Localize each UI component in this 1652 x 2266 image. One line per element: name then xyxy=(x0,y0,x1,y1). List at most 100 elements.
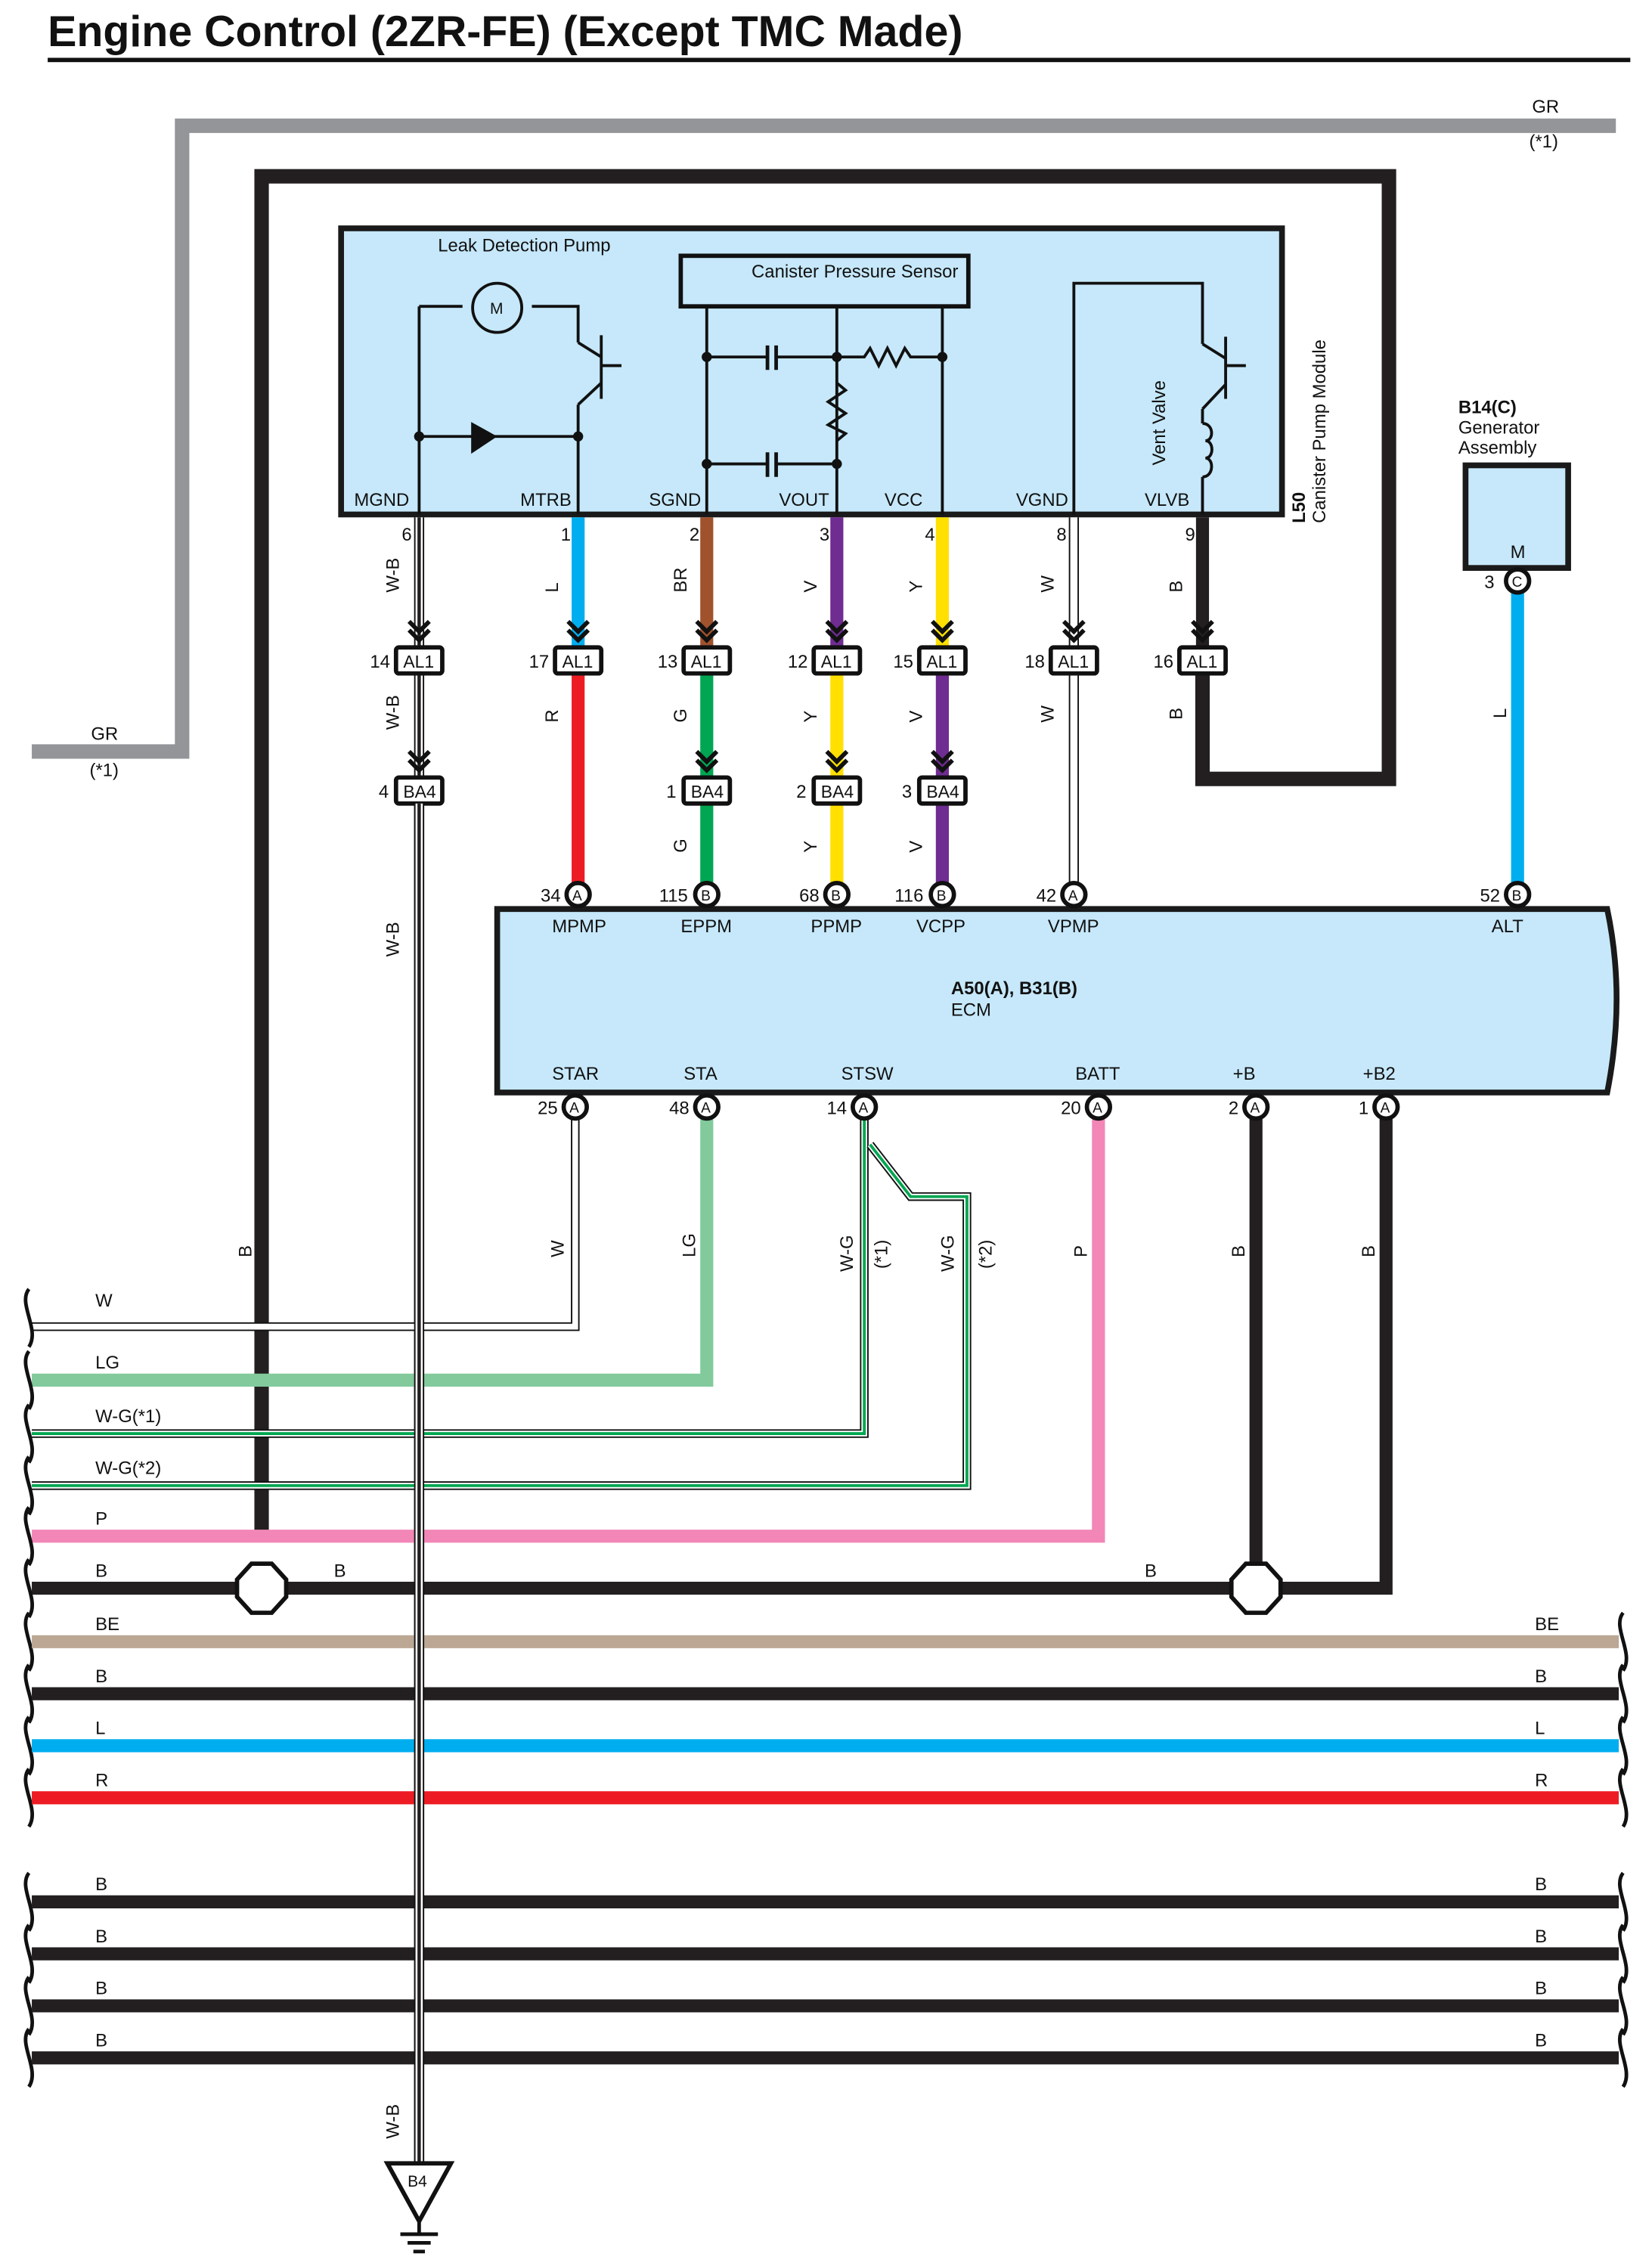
connector-ba4 xyxy=(916,775,968,806)
wire-break-icon xyxy=(23,1768,35,1828)
wire-color-label: W xyxy=(1038,705,1058,723)
bus-wire-label: LG xyxy=(95,1353,119,1373)
wire-break-icon xyxy=(1617,1611,1629,1672)
wire-color-label: V xyxy=(801,581,821,593)
connector-al1 xyxy=(681,645,733,676)
svg-text:116: 116 xyxy=(894,886,923,907)
generator-name-line1: Generator xyxy=(1458,417,1540,438)
splice-point xyxy=(234,1561,289,1615)
wire-break-icon xyxy=(23,1716,35,1776)
generator-terminal: M xyxy=(1511,542,1526,563)
wire-break-icon xyxy=(23,1350,35,1410)
gr-note-right: (*1) xyxy=(1530,132,1558,152)
ecm-pin-vcpp xyxy=(928,880,956,909)
pin-label-mgnd: MGND xyxy=(354,490,409,510)
svg-text:BA4: BA4 xyxy=(821,782,854,801)
svg-text:4: 4 xyxy=(379,782,389,802)
vent-transistor-icon xyxy=(1201,336,1246,411)
connector-arrow-icon xyxy=(695,749,719,773)
bus-wire-label-right: B xyxy=(1535,2030,1547,2051)
connector-al1 xyxy=(916,645,968,676)
svg-text:115: 115 xyxy=(659,886,688,907)
svg-text:A: A xyxy=(1068,888,1078,904)
ground-point-b4 xyxy=(383,2161,455,2226)
wire-break-icon xyxy=(1617,1923,1629,1984)
svg-text:A: A xyxy=(1093,1101,1102,1117)
bus-wire-label: W-G(*1) xyxy=(95,1406,161,1427)
sensor-circuit xyxy=(705,306,944,515)
svg-text:34: 34 xyxy=(541,886,561,907)
wire-color-label: L xyxy=(542,582,563,592)
pin-label-vlvb: VLVB xyxy=(1145,490,1189,510)
splice-point xyxy=(1229,1561,1283,1615)
wire-break-icon xyxy=(23,1455,35,1516)
ecm-pin-ppmp xyxy=(823,880,851,909)
coil-icon xyxy=(1202,422,1213,479)
connector-arrow-icon xyxy=(695,619,719,643)
wire-break-icon xyxy=(23,1403,35,1464)
bus-wire-label-right: B xyxy=(1535,1666,1547,1687)
svg-text:2: 2 xyxy=(796,782,806,802)
svg-text:BA4: BA4 xyxy=(926,782,959,801)
generator-pin-num: 3 xyxy=(1484,572,1494,593)
page-title: Engine Control (2ZR-FE) (Except TMC Made… xyxy=(48,8,962,56)
gr-note-left: (*1) xyxy=(90,760,119,780)
bus-wire-label: B xyxy=(95,1874,107,1895)
wire-star xyxy=(32,1118,580,1331)
title-underline xyxy=(48,57,1631,63)
bus-wire-label: B xyxy=(95,1561,107,1581)
generator-name-line2: Assembly xyxy=(1458,438,1537,458)
wire-break-icon xyxy=(23,1663,35,1724)
wire-color-label: LG xyxy=(679,1233,699,1257)
svg-text:A: A xyxy=(1251,1101,1260,1117)
svg-text:A: A xyxy=(859,1101,869,1117)
svg-text:48: 48 xyxy=(669,1099,690,1119)
pump-circuit xyxy=(417,305,580,515)
connector-al1 xyxy=(553,645,604,676)
connector-al1 xyxy=(811,645,863,676)
gr-label-right: GR xyxy=(1532,97,1559,117)
svg-text:AL1: AL1 xyxy=(1186,652,1217,671)
wire-break-icon xyxy=(1617,1768,1629,1828)
bus-wire-label-right: L xyxy=(1535,1719,1545,1739)
ecm-pin-batt xyxy=(1084,1093,1113,1121)
svg-text:B: B xyxy=(831,888,841,904)
ecm-pin-label: +B xyxy=(1233,1064,1256,1084)
wire-color-label: W-B xyxy=(383,558,404,593)
capacitor-icon xyxy=(765,345,778,477)
pin-label-vgnd: VGND xyxy=(1016,490,1068,510)
svg-text:25: 25 xyxy=(538,1099,558,1119)
ecm-pin-label: STAR xyxy=(552,1064,599,1084)
svg-text:42: 42 xyxy=(1037,886,1057,907)
ground-icon xyxy=(400,2221,439,2254)
connector-arrow-icon xyxy=(1062,619,1086,643)
generator-id: B14(C) xyxy=(1458,398,1517,418)
pin-number: 4 xyxy=(925,525,934,545)
svg-text:BA4: BA4 xyxy=(691,782,724,801)
wire-color-label: P xyxy=(1071,1245,1092,1257)
pin-number: 3 xyxy=(820,525,829,545)
wire-color-label: Y xyxy=(801,711,821,723)
wire-color-label: B xyxy=(1229,1245,1249,1257)
wire-color-label: B xyxy=(1167,708,1187,720)
wire-color-label: G xyxy=(671,708,691,723)
svg-text:B: B xyxy=(701,888,711,904)
ground-id: B4 xyxy=(408,2173,427,2190)
connector-al1 xyxy=(1048,645,1099,676)
svg-text:12: 12 xyxy=(788,652,808,672)
wire-color-label: (*1) xyxy=(872,1240,892,1269)
ecm-pin-label: VPMP xyxy=(1048,916,1099,937)
bus-wire-label: B xyxy=(95,1927,107,1947)
ecm-pin-label: VCPP xyxy=(916,916,965,937)
ecm-pin-stsw xyxy=(850,1093,879,1121)
wire-b-loop xyxy=(254,169,1396,1535)
bus-wire-label-right: B xyxy=(1535,1874,1547,1895)
wire-break-icon xyxy=(1617,1663,1629,1724)
bus-wire-label: R xyxy=(95,1770,108,1790)
ecm-pin-label: +B2 xyxy=(1363,1064,1396,1084)
bus-wire-label: W xyxy=(95,1291,113,1311)
wire-break-icon xyxy=(23,1976,35,2036)
svg-text:17: 17 xyxy=(529,652,550,672)
generator-pin xyxy=(1504,567,1532,595)
